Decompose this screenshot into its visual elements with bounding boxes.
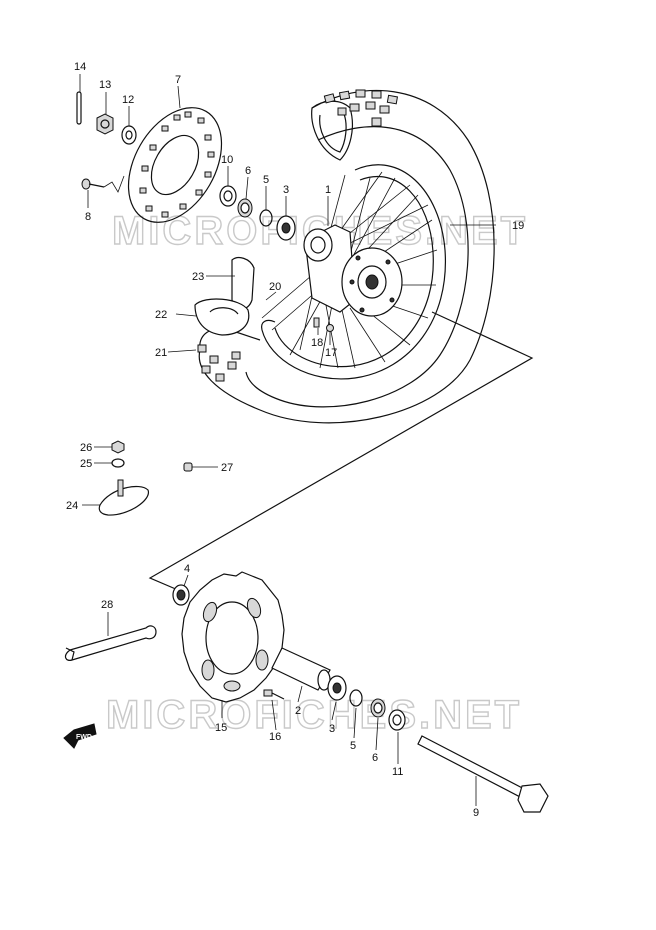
callout-5-bottom: 5 — [350, 740, 356, 752]
callout-21: 21 — [155, 347, 167, 359]
spoke-nipple — [313, 317, 320, 328]
sprocket — [181, 571, 285, 703]
rim-lock-nut — [111, 440, 125, 454]
hub — [303, 224, 403, 317]
valve-nut-17 — [326, 324, 334, 332]
dust-seal-6-top — [237, 198, 253, 218]
callout-27: 27 — [221, 462, 233, 474]
callout-15: 15 — [215, 722, 227, 734]
callout-5-top: 5 — [263, 174, 269, 186]
circlip-5-bottom — [349, 689, 363, 707]
rim-lock-washer — [111, 458, 125, 468]
cotter-pin — [76, 91, 82, 125]
tire — [197, 89, 495, 424]
bearing-4 — [172, 584, 190, 606]
callout-1: 1 — [325, 184, 331, 196]
callout-4: 4 — [184, 563, 190, 575]
callout-25: 25 — [80, 458, 92, 470]
axle — [417, 735, 549, 813]
castle-nut — [96, 113, 114, 135]
callout-8: 8 — [85, 211, 91, 223]
callout-16: 16 — [269, 731, 281, 743]
spacer-10 — [219, 185, 237, 207]
callout-24: 24 — [66, 500, 78, 512]
callout-28: 28 — [101, 599, 113, 611]
dust-seal-6-bottom — [370, 698, 386, 718]
tire-lower-tread — [197, 344, 241, 382]
callout-23: 23 — [192, 271, 204, 283]
callout-2: 2 — [295, 705, 301, 717]
rim — [261, 164, 446, 380]
callout-19: 19 — [512, 220, 524, 232]
callout-18: 18 — [311, 337, 323, 349]
spacer-tube — [271, 647, 331, 691]
callouts: 14 13 12 7 8 10 6 5 3 1 19 23 20 22 21 1… — [66, 61, 524, 819]
callout-6-top: 6 — [245, 165, 251, 177]
callout-9: 9 — [473, 807, 479, 819]
callout-3-bottom: 3 — [329, 723, 335, 735]
valve-cap-27 — [183, 462, 193, 472]
disc-bolt — [81, 175, 125, 193]
callout-11: 11 — [392, 766, 403, 778]
bearing-3-top — [276, 215, 296, 241]
callout-12: 12 — [122, 94, 134, 106]
callout-17: 17 — [325, 347, 337, 359]
callout-14: 14 — [74, 61, 86, 73]
callout-6-bottom: 6 — [372, 752, 378, 764]
spoke-wrench — [64, 625, 157, 661]
forward-arrow-icon: FWD — [63, 723, 97, 749]
callout-13: 13 — [99, 79, 111, 91]
sprocket-bolt — [263, 689, 285, 700]
watermark-bottom: MICROFICHES.NET — [106, 693, 522, 737]
callout-10: 10 — [221, 154, 233, 166]
callout-20: 20 — [269, 281, 281, 293]
fwd-label: FWD — [76, 734, 92, 741]
callout-7: 7 — [175, 74, 181, 86]
bearing-3-bottom — [327, 675, 347, 701]
callout-22: 22 — [155, 309, 167, 321]
spacer-11 — [388, 709, 406, 731]
inner-tube — [194, 298, 250, 336]
leader-lines — [79, 74, 496, 806]
tread-blocks — [323, 89, 399, 127]
rim-lock — [98, 479, 149, 516]
brake-disc — [127, 107, 223, 223]
callout-3-top: 3 — [283, 184, 289, 196]
assembly-line — [148, 311, 534, 591]
washer-12 — [121, 125, 137, 145]
callout-26: 26 — [80, 442, 92, 454]
